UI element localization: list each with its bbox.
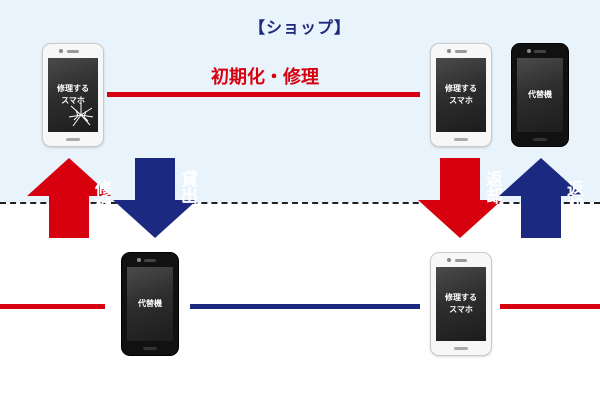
repair-process-label: 初期化・修理	[211, 67, 319, 88]
down-arrow-icon	[418, 158, 502, 238]
customer-loaner-phone-label: 代替機	[138, 299, 162, 308]
shop-loaner-phone: 代替機	[511, 43, 569, 147]
up-arrow-icon	[27, 158, 111, 238]
customer-returned-phone: 修理する スマホ	[430, 252, 492, 356]
shop-repaired-phone-label: 修理する スマホ	[445, 84, 477, 105]
repair-arrow: 修理	[27, 158, 111, 238]
shop-repair-phone-label: 修理する スマホ	[57, 84, 89, 105]
shop-repair-phone: 修理する スマホ	[42, 43, 104, 147]
customer-line-left	[0, 304, 105, 309]
up-arrow-icon	[499, 158, 583, 238]
shop-repair-line	[107, 92, 420, 97]
loaner-usage-line	[190, 304, 420, 309]
cracked-screen-icon	[68, 103, 94, 127]
customer-loaner-phone: 代替機	[121, 252, 179, 356]
customer-line-right	[500, 304, 600, 309]
repair-arrow-label: 修理	[91, 180, 111, 214]
return-loaner-arrow: 返却	[499, 158, 583, 238]
down-arrow-icon	[113, 158, 197, 238]
shop-title: 【ショップ】	[248, 18, 351, 37]
shop-loaner-phone-label: 代替機	[528, 90, 552, 99]
return-repaired-arrow: 返却	[418, 158, 502, 238]
loan-out-arrow: 貸出	[113, 158, 197, 238]
customer-returned-phone-label: 修理する スマホ	[445, 293, 477, 314]
shop-repaired-phone: 修理する スマホ	[430, 43, 492, 147]
return-loaner-arrow-label: 返却	[563, 180, 583, 214]
return-repaired-arrow-label: 返却	[482, 170, 502, 204]
shop-customer-divider	[0, 202, 600, 204]
loan-out-arrow-label: 貸出	[177, 170, 197, 204]
